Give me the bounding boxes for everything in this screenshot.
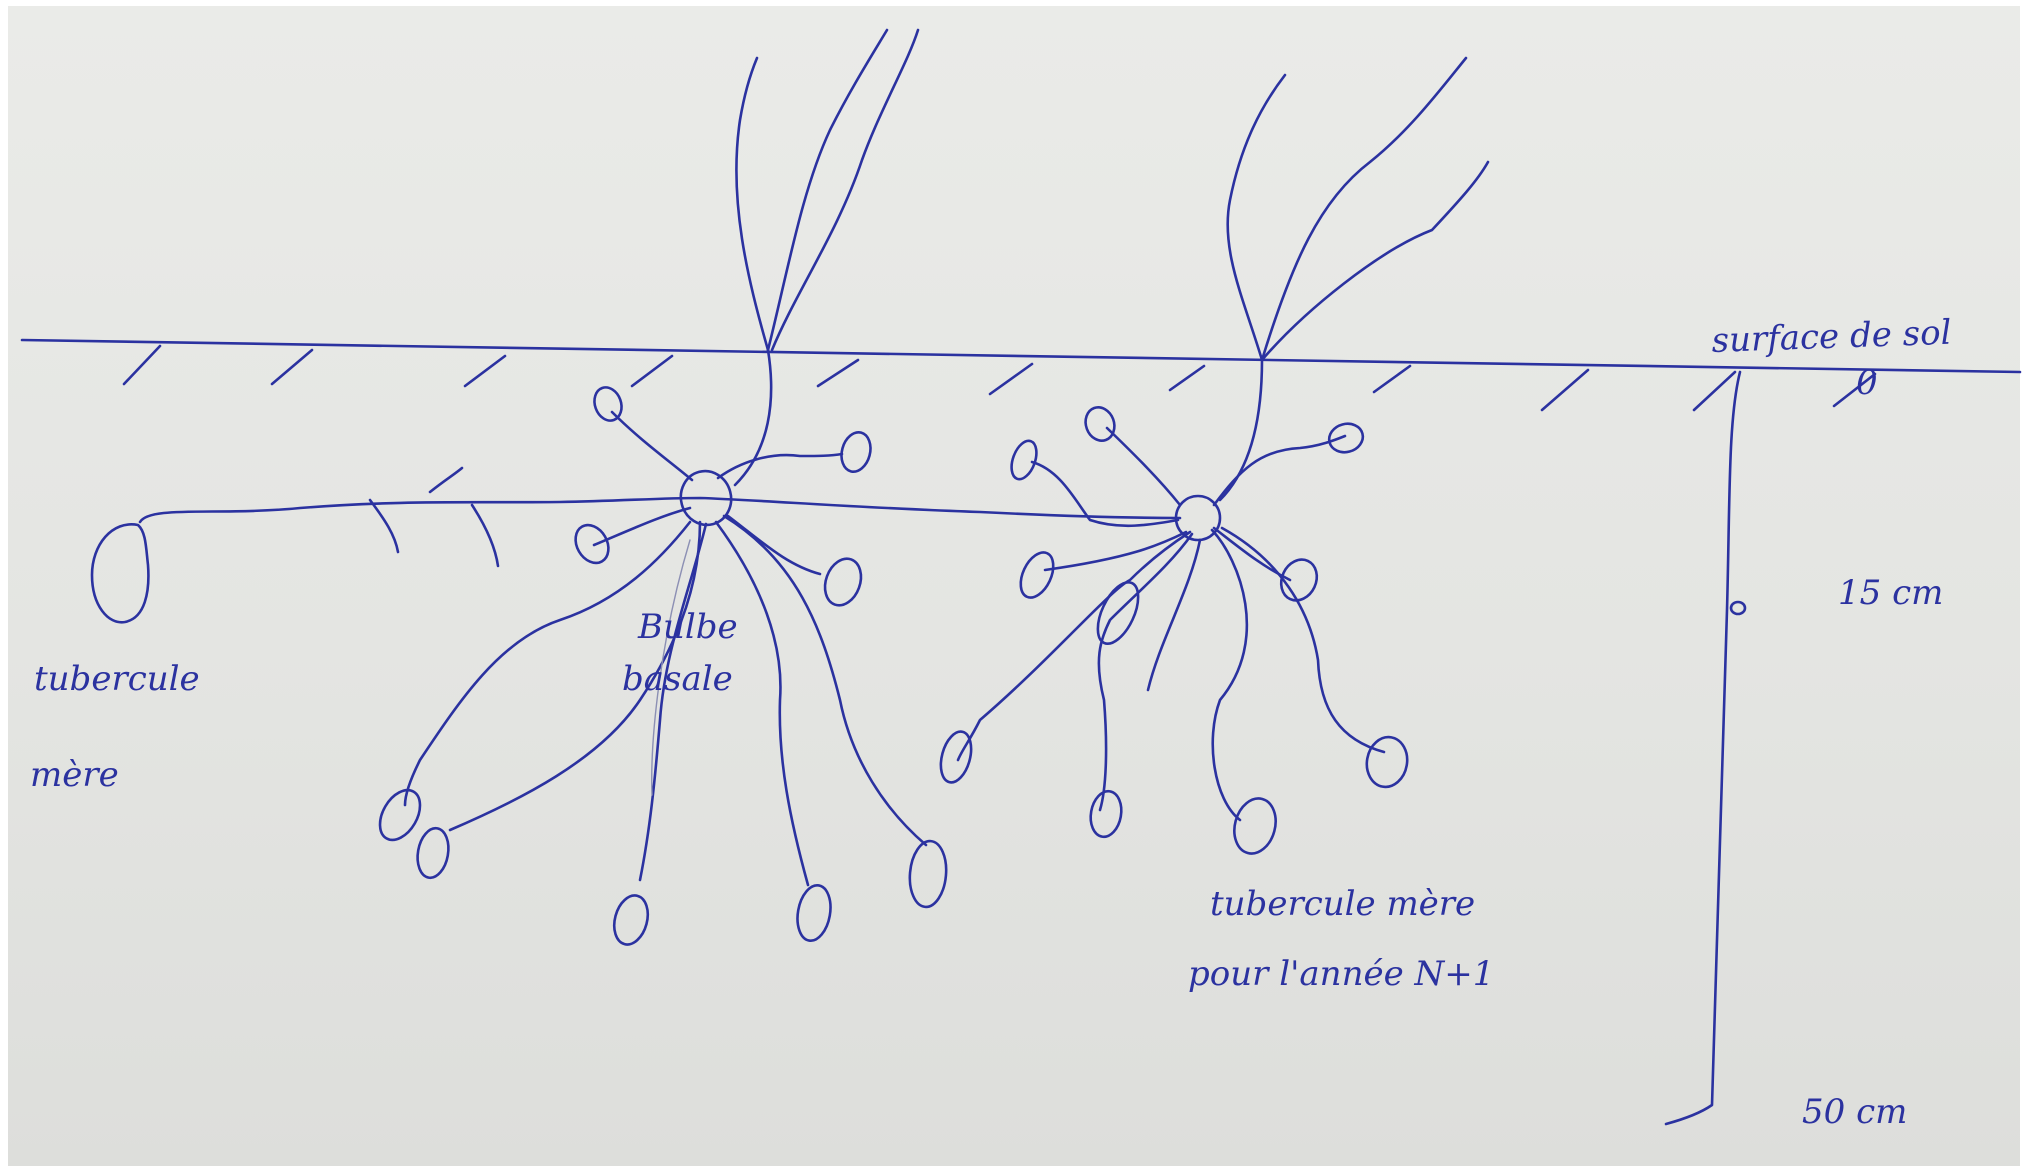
daughter-tuber	[378, 788, 422, 842]
daughter-tuber	[1365, 735, 1409, 789]
depth-zero-label: 0	[1856, 363, 1878, 403]
daughter-tuber	[612, 894, 650, 946]
daughter-tuber	[1233, 797, 1277, 855]
soil-hatching	[122, 344, 1877, 412]
root-hair	[368, 498, 400, 554]
root-hair	[470, 503, 500, 568]
daughter-tuber	[416, 826, 450, 880]
plant-1-stems	[733, 28, 920, 487]
new-mother-tuber-label-line1: tubercule mère	[1210, 884, 1475, 924]
new-mother-tuber-label-line2: pour l'année N+1	[1188, 954, 1494, 994]
daughter-tuber	[796, 883, 832, 943]
root-hair	[428, 466, 464, 494]
depth-15-label: 15 cm	[1838, 573, 1943, 613]
soil-surface-line	[20, 338, 2022, 374]
daughter-tuber	[1084, 406, 1116, 442]
depth-bracket	[1664, 370, 1742, 1126]
daughter-tuber	[1089, 789, 1123, 839]
paper-sheet	[8, 6, 2020, 1166]
soil-surface	[20, 338, 2022, 412]
daughter-tuber	[840, 431, 872, 473]
mother-tuber-label-line2: mère	[30, 755, 119, 795]
basal-bulb-label-line1: Bulbe	[637, 607, 738, 647]
daughter-tuber	[1096, 581, 1140, 645]
daughter-tuber	[939, 730, 973, 784]
mother-tuber-label-line1: tubercule	[34, 659, 200, 699]
depth-15-tick	[1729, 600, 1747, 616]
daughter-tuber	[823, 557, 863, 607]
daughter-tuber	[908, 839, 948, 909]
daughter-tuber	[1010, 439, 1038, 481]
stolons	[138, 466, 1182, 568]
plant-2-tubers	[939, 406, 1409, 855]
depth-50-label: 50 cm	[1802, 1092, 1907, 1132]
basal-bulb-1	[679, 469, 733, 527]
plant-2-stems	[1218, 56, 1490, 502]
basal-bulb-2	[1174, 494, 1222, 542]
daughter-tuber	[593, 386, 623, 422]
daughter-tuber	[574, 523, 610, 565]
plant-1-tubers	[378, 386, 948, 946]
basal-bulb-label-line2: basale	[622, 659, 733, 699]
stolon-main	[138, 496, 1182, 524]
soil-surface-label: surface de sol	[1711, 313, 1952, 361]
daughter-tuber	[1019, 551, 1055, 599]
daughter-tuber	[1279, 558, 1319, 602]
daughter-tuber	[1327, 422, 1365, 454]
mother-tuber	[90, 523, 150, 624]
depth-scale	[1664, 370, 1747, 1126]
